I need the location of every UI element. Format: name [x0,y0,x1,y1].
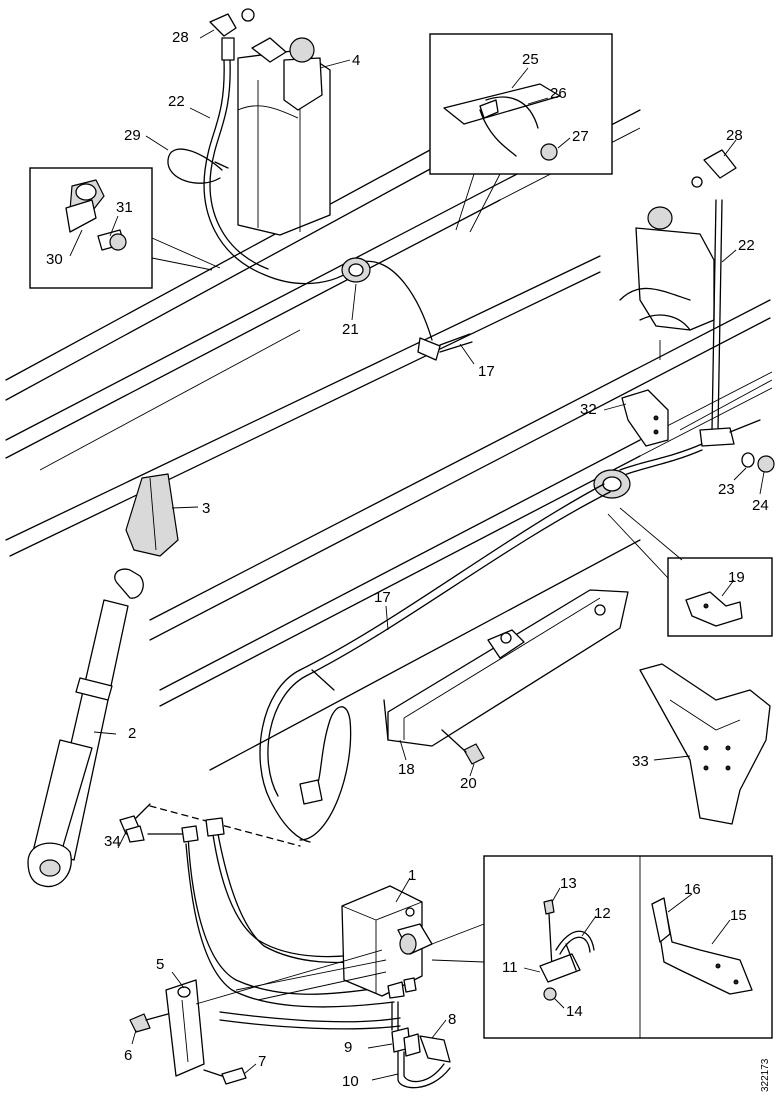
bracket-33 [639,663,771,825]
leader-pump-to-5 [195,949,383,1005]
hydraulic-hoses [147,817,401,1030]
callout-33: 33 [632,753,649,770]
leader-pump-to-5b [235,959,387,991]
crossmember-18 [383,589,629,747]
cab-tilt-pump-mount-top [237,37,331,236]
cab-mount-right [619,206,715,360]
callout-27: 27 [572,128,589,145]
inset-pump-parts [483,855,773,1039]
grommet-21 [341,257,371,283]
callout-10: 10 [342,1073,359,1090]
hose-22-top [203,59,473,361]
callout-17-top: 17 [478,363,495,380]
frame-rails [5,109,773,771]
callout-21: 21 [342,321,359,338]
callout-34: 34 [104,833,121,850]
hose-22-right [619,199,761,477]
tilt-cylinder-2 [27,568,144,888]
nut-24 [757,455,775,473]
callout-16: 16 [684,881,701,898]
callout-19: 19 [728,569,745,586]
callout-17-bottom: 17 [374,589,391,606]
cover-3 [125,473,179,557]
callout-28-right: 28 [726,127,743,144]
callout-20: 20 [460,775,477,792]
callout-32: 32 [580,401,597,418]
callout-23: 23 [718,481,735,498]
callout-8: 8 [448,1011,456,1028]
callout-7: 7 [258,1053,266,1070]
callout-14: 14 [566,1003,583,1020]
callout-15: 15 [730,907,747,924]
callout-18: 18 [398,761,415,778]
callout-22-right: 22 [738,237,755,254]
bracket-32 [621,389,669,447]
callout-22-top: 22 [168,93,185,110]
callout-28-top: 28 [172,29,189,46]
grommet-rail [593,469,631,499]
pump-1 [341,885,433,999]
fitting-28-right [691,149,737,188]
callout-5: 5 [156,956,164,973]
callout-6: 6 [124,1047,132,1064]
callout-3: 3 [202,500,210,517]
callout-2: 2 [128,725,136,742]
bolt-20 [441,729,485,765]
leader-pump-inset-bottom [431,959,485,963]
callout-13: 13 [560,875,577,892]
callout-31: 31 [116,199,133,216]
bolt-6 [129,1013,169,1033]
callout-30: 30 [46,251,63,268]
callout-1: 1 [408,867,416,884]
fitting-28-top [209,8,255,61]
hose-29 [167,148,229,184]
bolt-7 [203,1067,247,1085]
figure-reference: 322173 [760,1058,771,1092]
callout-leaders [69,29,765,1081]
fittings-8-9-10 [391,1001,451,1089]
washer-23 [741,452,755,468]
callout-9: 9 [344,1039,352,1056]
callout-12: 12 [594,905,611,922]
inset-clamp-30-31 [29,167,221,289]
pipe-17-lower [259,483,611,843]
inset-clip-25-27 [429,33,613,233]
callout-24: 24 [752,497,769,514]
bracket-5 [165,979,205,1077]
fitting-34 [119,803,301,847]
leader-pump-inset-top [431,923,485,945]
callout-11: 11 [502,959,518,976]
callout-labels: 1 2 3 4 5 6 7 8 9 10 11 12 13 14 15 16 1… [46,29,769,1090]
callout-4: 4 [352,52,360,69]
callout-26: 26 [550,85,567,102]
callout-29: 29 [124,127,141,144]
callout-25: 25 [522,51,539,68]
leader-pump-to-hoses [257,971,387,1001]
inset-clip-19 [607,507,773,637]
